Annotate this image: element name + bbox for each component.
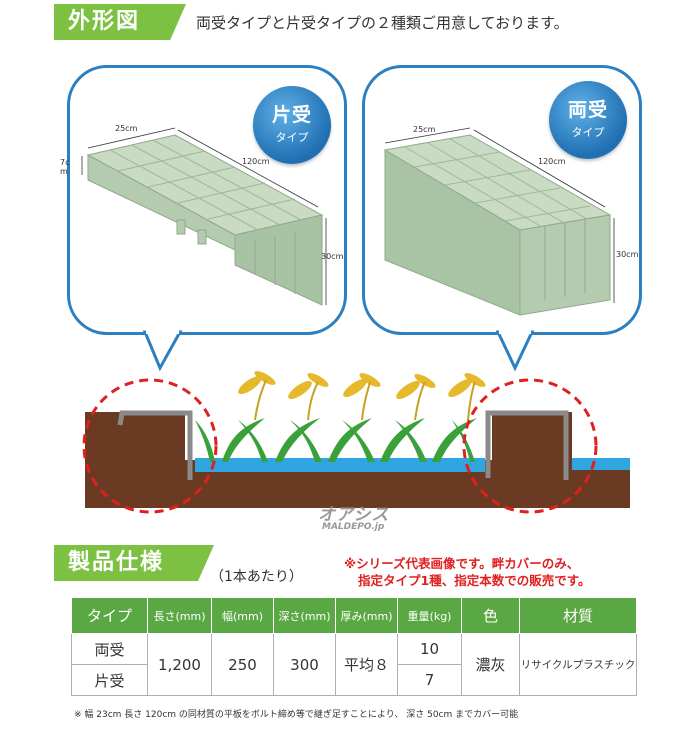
cell-material: リサイクルプラスチック — [519, 633, 637, 696]
left-dim-length: 120cm — [242, 157, 270, 166]
single-side-cover-drawing — [81, 127, 327, 306]
row-weight: 10 — [397, 633, 462, 665]
cell-thickness: 平均８ — [335, 633, 398, 696]
spec-section-tab: 製品仕様 — [54, 545, 214, 581]
right-bubble-tail — [495, 330, 535, 372]
header-length: 長さ(mm) — [147, 597, 212, 634]
header-thickness: 厚み(mm) — [335, 597, 398, 634]
row-type: 片受 — [71, 664, 148, 696]
right-dim-length: 120cm — [538, 157, 566, 166]
spec-table: タイプ 長さ(mm) 幅(mm) 深さ(mm) 厚み(mm) 重量(kg) 色 … — [71, 597, 637, 696]
single-side-badge-title: 片受 — [271, 104, 312, 126]
single-side-badge-sub: タイプ — [275, 131, 309, 144]
watermark-logo: オアシス — [318, 505, 390, 525]
spec-per-unit: （1本あたり） — [210, 569, 303, 585]
header-material: 材質 — [519, 597, 637, 634]
spec-table-header-row: タイプ 長さ(mm) 幅(mm) 深さ(mm) 厚み(mm) 重量(kg) 色 … — [71, 597, 637, 634]
left-dim-height: 30cm — [321, 252, 344, 261]
row-type: 両受 — [71, 633, 148, 665]
series-notice-line-2: 指定タイプ1種、指定本数での販売です。 — [358, 573, 591, 588]
paddy-cross-section — [85, 410, 630, 508]
double-side-cover-drawing — [383, 127, 615, 316]
right-dim-width: 25cm — [413, 125, 436, 134]
outline-intro-text: 両受タイプと片受タイプの２種類ご用意しております。 — [196, 14, 569, 32]
cell-depth: 300 — [273, 633, 336, 696]
double-side-badge-title: 両受 — [567, 99, 608, 121]
double-side-badge-sub: タイプ — [571, 126, 605, 139]
right-highlight-circle — [462, 378, 598, 514]
footnote: ※ 幅 23cm 長さ 120cm の同材質の平板をボルト締め等で継ぎ足すことに… — [74, 710, 519, 720]
left-dim-depth: 7cm — [60, 158, 70, 176]
table-row: 片受 7 — [71, 664, 637, 696]
header-depth: 深さ(mm) — [273, 597, 336, 634]
header-width: 幅(mm) — [211, 597, 274, 634]
right-dim-height: 30cm — [616, 250, 639, 259]
row-weight: 7 — [397, 664, 462, 696]
header-color: 色 — [461, 597, 520, 634]
series-notice: ※シリーズ代表画像です。畔カバーのみ、 指定タイプ1種、指定本数での販売です。 — [344, 555, 590, 589]
cell-length: 1,200 — [147, 633, 212, 696]
single-side-badge: 片受 タイプ — [253, 86, 331, 164]
header-weight: 重量(kg) — [397, 597, 462, 634]
left-dim-width: 25cm — [115, 124, 138, 133]
cell-color: 濃灰 — [461, 633, 520, 696]
table-row: 両受 1,200 250 300 平均８ 10 濃灰 リサイクルプラスチック — [71, 633, 637, 696]
series-notice-line-1: ※シリーズ代表画像です。畔カバーのみ、 — [344, 556, 580, 571]
rice-plants — [195, 371, 486, 462]
left-highlight-circle — [82, 378, 218, 514]
header-type: タイプ — [71, 597, 148, 634]
left-bubble-tail — [142, 330, 183, 372]
watermark-logo-sub: MALDEPO.jp — [322, 522, 385, 532]
outline-section-tab: 外形図 — [54, 4, 186, 40]
cell-width: 250 — [211, 633, 274, 696]
double-side-badge: 両受 タイプ — [549, 81, 627, 159]
